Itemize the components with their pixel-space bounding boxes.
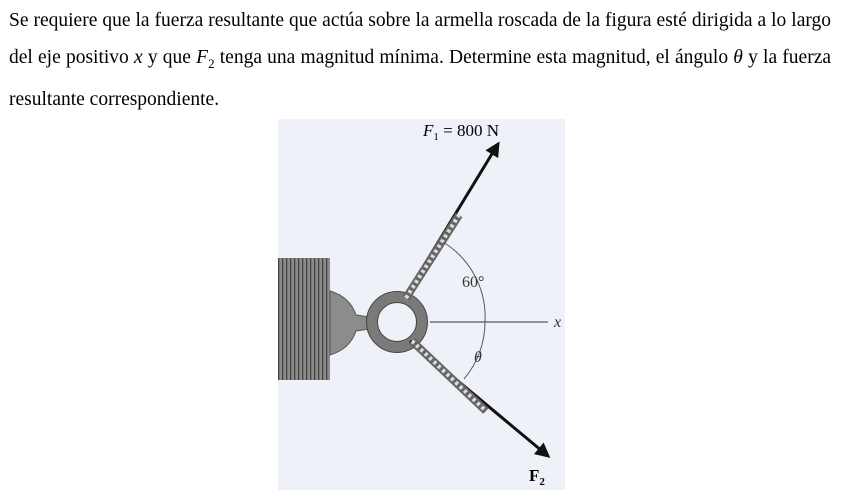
theta-label: θ xyxy=(474,349,482,366)
force-subscript: 2 xyxy=(208,55,215,71)
x-axis-label: x xyxy=(553,314,561,331)
axis-variable: x xyxy=(133,46,143,68)
problem-statement: Se requiere que la fuerza resultante que… xyxy=(9,3,831,118)
angle-60-label: 60° xyxy=(462,274,484,291)
f1-label: F1 = 800 N xyxy=(422,121,499,143)
text-segment: tenga una magnitud mínima. Determine est… xyxy=(214,46,734,68)
wall xyxy=(278,258,330,380)
eyebolt-ring xyxy=(366,291,428,353)
force-variable: F xyxy=(196,46,209,68)
eyebolt-figure: F1 = 800 N 60° θ x F2 xyxy=(278,119,565,490)
f2-label: F2 xyxy=(529,466,545,488)
text-segment: y la fuerza resultante correspondiente. xyxy=(9,46,832,110)
angle-arc-60 xyxy=(442,241,486,323)
text-segment: Se requiere que la fuerza resultante que… xyxy=(9,10,831,68)
angle-variable: θ xyxy=(733,46,743,68)
angle-arc-theta xyxy=(463,321,486,380)
text-segment: y que xyxy=(142,46,197,68)
